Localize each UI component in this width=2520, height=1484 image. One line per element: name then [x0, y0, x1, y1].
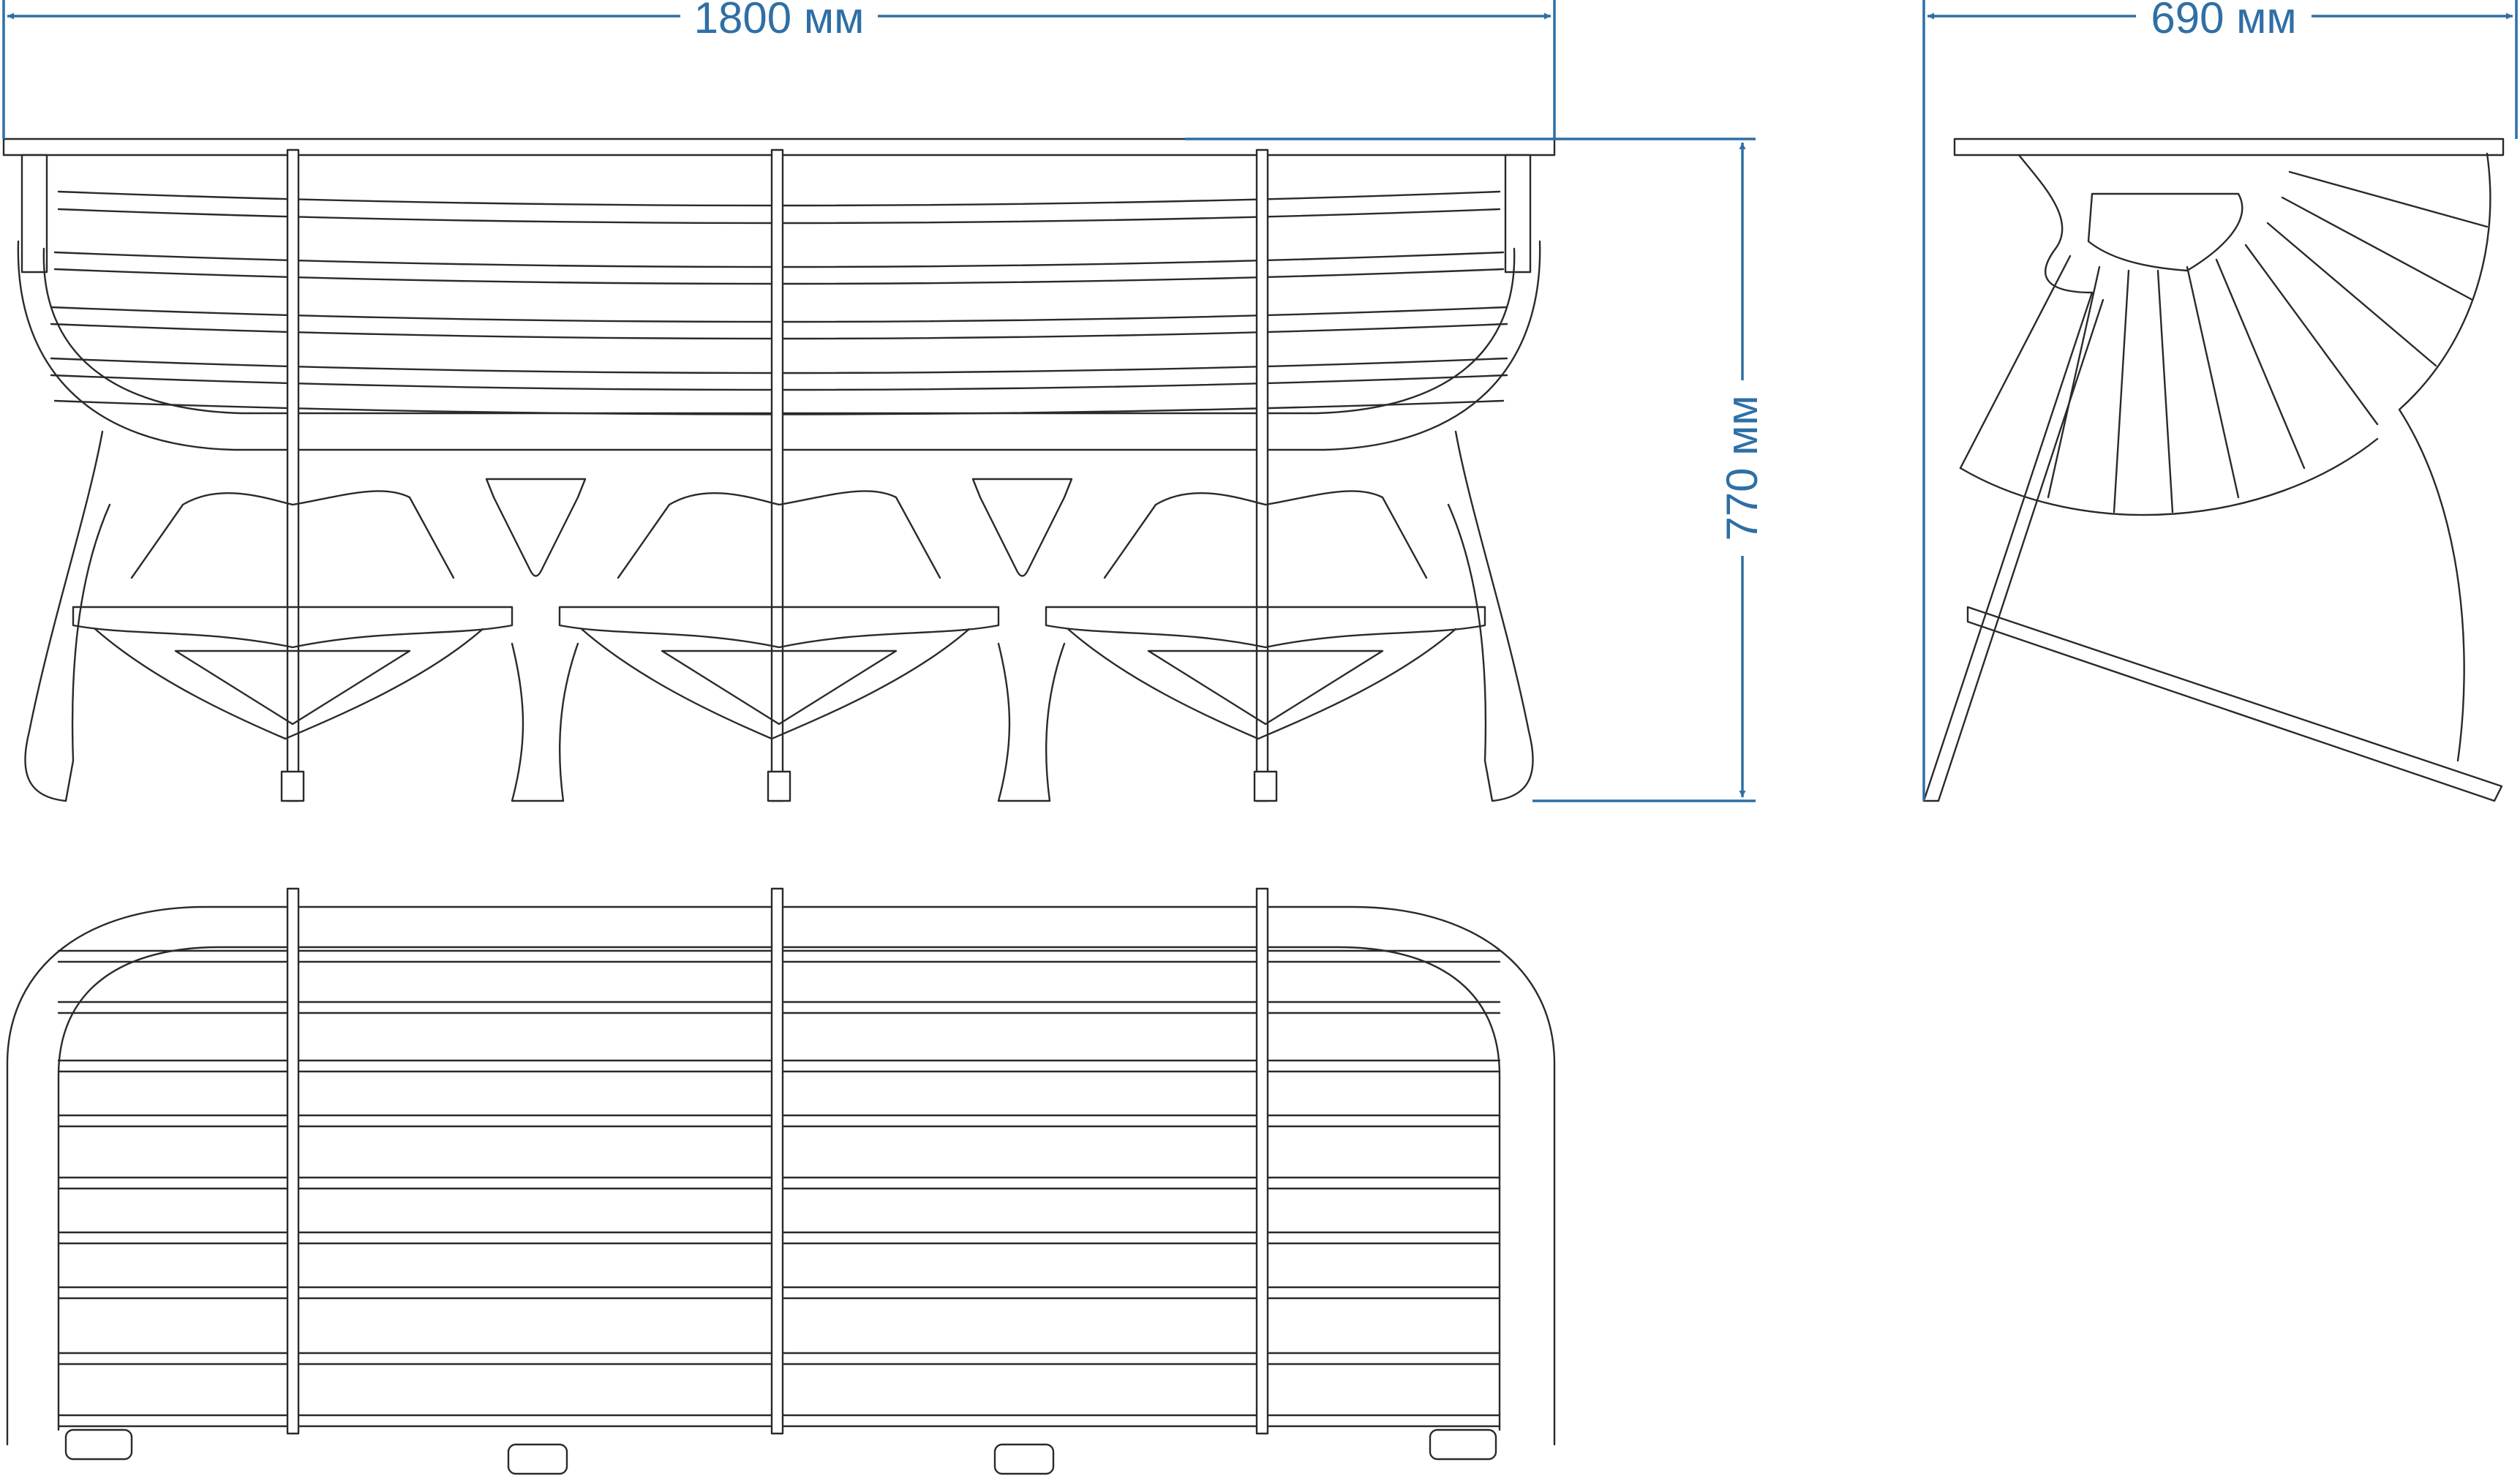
top-vertical-bars [286, 887, 1269, 1435]
dimension-depth: 690 мм [1922, 0, 2518, 801]
side-back-curve [2017, 154, 2094, 294]
dimension-height: 770 мм [1185, 138, 1767, 802]
side-view [1922, 138, 2505, 802]
dimension-width: 1800 мм [2, 0, 1556, 139]
front-right-leg [1447, 430, 1534, 802]
side-front-leg [1922, 291, 2105, 802]
front-left-post [20, 154, 48, 274]
side-rear-brace [1966, 606, 2503, 802]
front-cradle-units [72, 490, 1486, 802]
height-label: 770 мм [1718, 395, 1767, 541]
top-view [6, 887, 1556, 1475]
side-top-rail [1953, 138, 2505, 157]
width-label: 1800 мм [694, 0, 865, 42]
front-view [2, 138, 1556, 802]
side-fan-slats [1959, 152, 2491, 762]
front-connectors [485, 478, 1073, 802]
top-feet [64, 1428, 1497, 1475]
front-right-post [1504, 154, 1532, 274]
front-vertical-bars [286, 148, 1269, 802]
depth-label: 690 мм [2151, 0, 2296, 42]
side-armrest [2087, 192, 2243, 272]
front-left-leg [24, 430, 111, 802]
